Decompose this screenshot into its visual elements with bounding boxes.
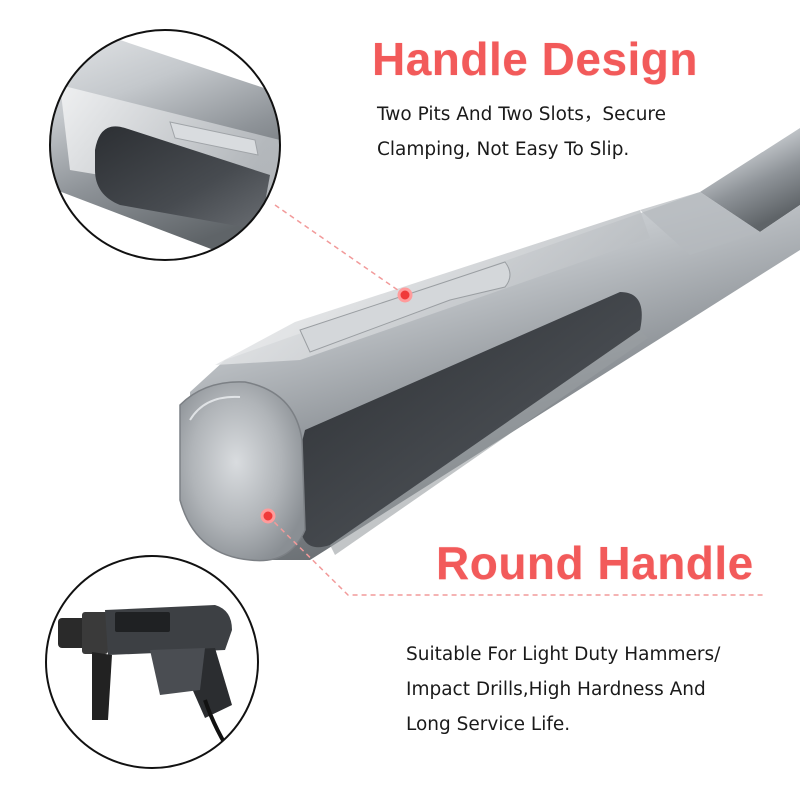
round-handle-line: Impact Drills,High Hardness And	[406, 679, 706, 700]
round-handle-line: Long Service Life.	[406, 714, 571, 735]
zoom-inset-slot	[49, 29, 281, 261]
target-dot-end	[260, 508, 276, 524]
drill-shank	[179, 128, 800, 562]
round-handle-description: Suitable For Light Duty Hammers/ Impact …	[406, 637, 720, 742]
callout-line-handle	[274, 204, 406, 296]
handle-design-line: Clamping, Not Easy To Slip.	[377, 139, 630, 160]
round-handle-title: Round Handle	[436, 537, 754, 589]
handle-design-title: Handle Design	[372, 33, 699, 85]
zoom-inset-hammer-drill	[45, 555, 259, 769]
handle-design-line: Two Pits And Two Slots，Secure	[377, 104, 666, 125]
handle-design-description: Two Pits And Two Slots，Secure Clamping, …	[377, 97, 666, 167]
target-dot-pit	[397, 287, 413, 303]
callout-lines	[267, 204, 765, 596]
round-handle-line: Suitable For Light Duty Hammers/	[406, 644, 721, 665]
callout-line-round	[267, 515, 765, 596]
